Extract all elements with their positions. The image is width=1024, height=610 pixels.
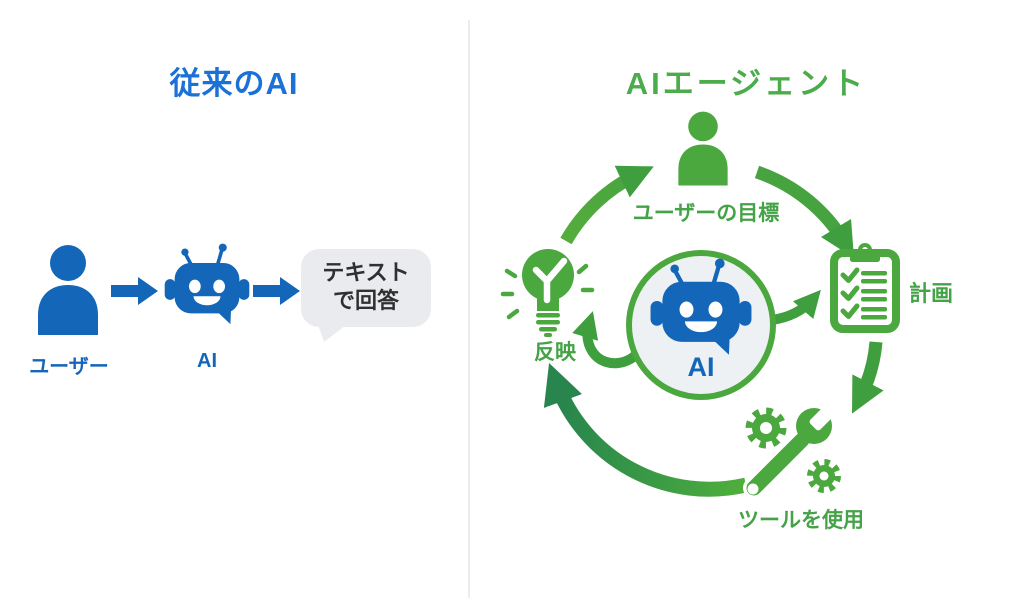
arrow-center-to-reflect bbox=[572, 311, 645, 369]
user-icon bbox=[30, 243, 106, 338]
user-goal-icon bbox=[670, 110, 736, 188]
bubble-text-line2: で回答 bbox=[332, 288, 399, 313]
center-ai-label: AI bbox=[687, 352, 715, 382]
tools-icon bbox=[743, 399, 843, 499]
arrow-right-icon bbox=[111, 276, 159, 306]
right-panel-title: AIエージェント bbox=[625, 66, 867, 101]
speech-bubble: テキスト で回答 bbox=[301, 249, 431, 342]
bubble-text-line1: テキスト bbox=[322, 260, 410, 285]
panel-divider bbox=[468, 20, 470, 598]
arrow-right-icon bbox=[253, 276, 301, 306]
robot-icon bbox=[162, 242, 252, 328]
ai-label: AI bbox=[197, 350, 217, 372]
tools-label: ツールを使用 bbox=[738, 509, 864, 532]
speech-bubble-tail bbox=[318, 325, 346, 342]
user-label: ユーザー bbox=[29, 356, 109, 378]
cycle-arrows bbox=[543, 165, 884, 497]
goal-label: ユーザーの目標 bbox=[632, 202, 780, 225]
robot-icon bbox=[647, 257, 755, 359]
left-panel-title: 従来のAI bbox=[169, 66, 299, 101]
arrow-plan-to-tools bbox=[851, 341, 884, 414]
plan-label: 計画 bbox=[908, 281, 953, 306]
clipboard-checklist-icon bbox=[830, 243, 900, 333]
lightbulb-check-icon bbox=[500, 249, 595, 337]
arrow-tools-to-reflect bbox=[543, 362, 748, 497]
arrow-reflect-to-goal bbox=[560, 165, 654, 245]
reflect-label: 反映 bbox=[534, 341, 576, 364]
arrow-center-to-plan bbox=[771, 289, 821, 325]
arrow-goal-to-plan bbox=[754, 165, 855, 259]
